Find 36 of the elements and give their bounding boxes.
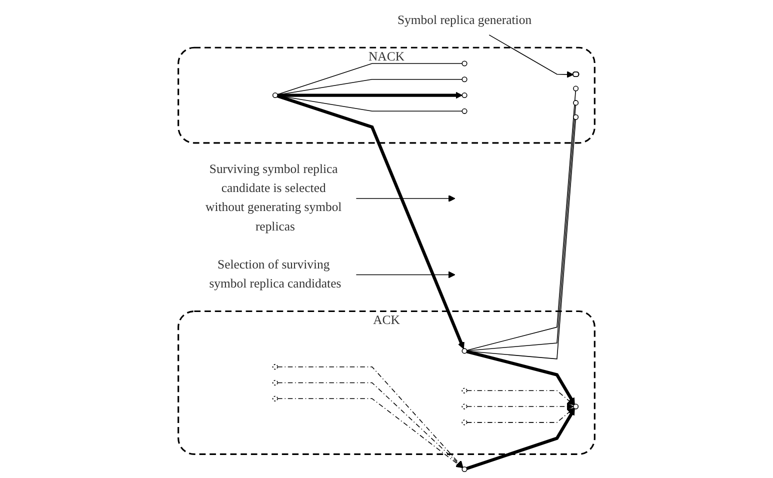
node-text: Symbol replica generation — [397, 14, 532, 27]
node-circle — [462, 108, 468, 114]
arrow — [277, 366, 464, 468]
node-circle — [462, 92, 468, 98]
node-circle — [462, 348, 468, 354]
arrow — [488, 34, 574, 78]
node-circle — [573, 114, 579, 120]
node-text: Surviving symbol replica candidate is selected without generating symbol replicas — [206, 162, 342, 234]
node-circle — [462, 420, 468, 426]
arrow — [356, 271, 456, 278]
node-circle — [272, 380, 278, 386]
node-circle — [272, 364, 278, 370]
node-circle — [462, 404, 468, 410]
arrow — [466, 403, 574, 410]
cluster: NACK — [178, 46, 596, 144]
connector — [277, 63, 463, 95]
node-circle — [573, 100, 579, 106]
node-circle — [462, 60, 468, 66]
arrow — [277, 382, 464, 468]
node-text: Selection of surviving symbol replica candidates — [209, 258, 342, 291]
arrow — [466, 408, 574, 423]
node-circle — [272, 92, 278, 98]
arrow — [466, 350, 575, 405]
node-circle — [573, 404, 579, 410]
node-circle — [462, 76, 468, 82]
arrow — [466, 408, 575, 470]
arrow — [276, 94, 464, 350]
node-circle — [462, 388, 468, 394]
arrow — [278, 92, 462, 99]
node-circle — [573, 86, 579, 92]
arrow — [356, 195, 456, 202]
node-circle — [462, 466, 468, 472]
arrow — [466, 390, 574, 406]
arrow — [277, 398, 463, 468]
node-circle — [272, 396, 278, 402]
cluster: ACK — [178, 310, 596, 455]
